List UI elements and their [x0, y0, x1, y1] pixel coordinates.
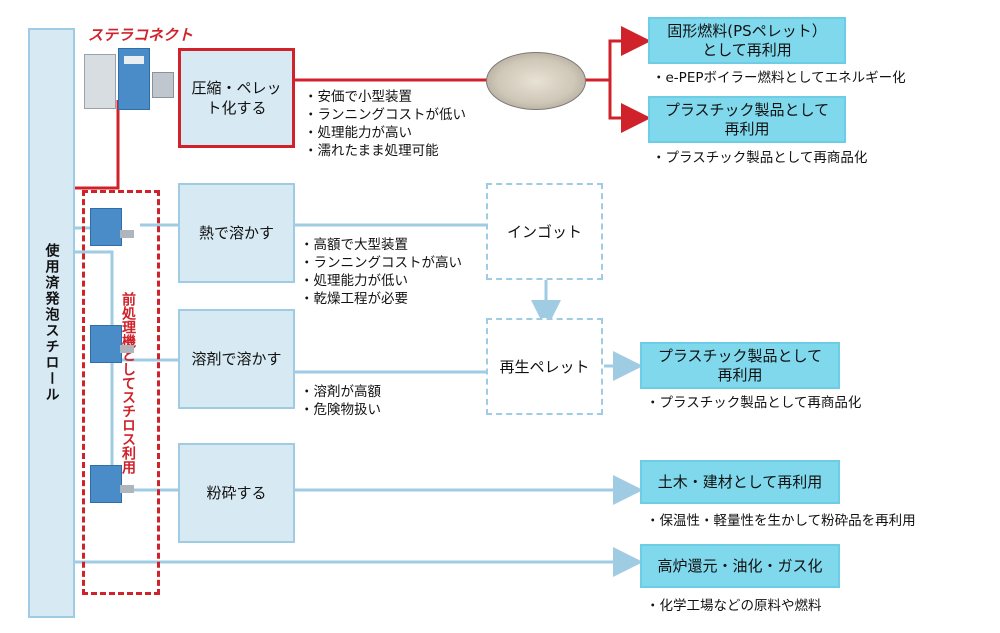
process-compress-label-2: ト化する: [206, 99, 267, 117]
output-plastic-red-note: ・プラスチック製品として再商品化: [652, 150, 868, 166]
output-plastic-blue-line1: プラスチック製品として: [657, 346, 823, 365]
ingot-label: インゴット: [506, 223, 582, 241]
note-item: ・ランニングコストが低い: [304, 107, 466, 123]
stella-connect-machine-image: [84, 44, 176, 114]
repellet-label: 再生ペレット: [499, 358, 590, 376]
pellet-dish-image: [486, 52, 586, 110]
output-plastic-blue-note: ・プラスチック製品として再商品化: [646, 395, 862, 411]
repellet-box: 再生ペレット: [486, 318, 603, 415]
process-compress-box: 圧縮・ペレッ ト化する: [178, 48, 295, 148]
note-item: ・濡れたまま処理可能: [304, 143, 439, 159]
crusher-outlet-3: [120, 485, 134, 493]
process-heat-label: 熱で溶かす: [198, 224, 274, 242]
process-heat-box: 熱で溶かす: [178, 183, 295, 283]
preprocessor-frame: [82, 190, 160, 595]
output-plastic-red-line1: プラスチック製品として: [664, 100, 830, 119]
note-item: ・乾燥工程が必要: [300, 291, 408, 307]
brand-label: ステラコネクト: [88, 26, 194, 44]
output-solid-fuel-box: 固形燃料(PSペレット） として再利用: [648, 17, 846, 64]
note-item: ・処理能力が高い: [304, 125, 412, 141]
process-solvent-box: 溶剤で溶かす: [178, 309, 295, 409]
source-box: 使用済発泡スチロール: [28, 28, 75, 618]
output-plastic-blue-line2: 再利用: [717, 365, 763, 384]
process-solvent-notes: ・溶剤が高額 ・危険物扱い: [300, 383, 381, 419]
source-label: 使用済発泡スチロール: [43, 243, 60, 403]
output-civil-note: ・保温性・軽量性を生かして粉砕品を再利用: [646, 513, 916, 529]
note-item: ・高額で大型装置: [300, 237, 408, 253]
process-crush-label: 粉砕する: [206, 484, 267, 502]
crusher-outlet-1: [120, 230, 134, 238]
output-solid-fuel-line1: 固形燃料(PSペレット）: [667, 21, 827, 40]
output-solid-fuel-note: ・e-PEPボイラー燃料としてエネルギー化: [652, 70, 906, 86]
output-civil-box: 土木・建材として再利用: [640, 460, 840, 504]
output-furnace-note: ・化学工場などの原料や燃料: [646, 598, 822, 614]
process-solvent-label: 溶剤で溶かす: [191, 350, 282, 368]
note-item: ・処理能力が低い: [300, 273, 408, 289]
note-item: ・安価で小型装置: [304, 89, 412, 105]
crusher-machine-image-3: [90, 465, 122, 503]
output-solid-fuel-line2: として再利用: [702, 40, 792, 59]
crusher-machine-image-1: [90, 208, 122, 246]
note-item: ・溶剤が高額: [300, 384, 381, 400]
red-connector-source: [75, 100, 120, 190]
note-item: ・危険物扱い: [300, 402, 381, 418]
note-item: ・ランニングコストが高い: [300, 255, 462, 271]
output-civil-line1: 土木・建材として再利用: [657, 472, 823, 491]
output-furnace-line1: 高炉還元・油化・ガス化: [657, 556, 823, 575]
output-plastic-red-line2: 再利用: [724, 119, 770, 138]
preprocessor-label: 前処理機としてスチロス利用: [120, 292, 136, 474]
ingot-box: インゴット: [486, 183, 603, 280]
output-plastic-blue-box: プラスチック製品として 再利用: [640, 342, 840, 389]
red-arrow-plastic: [608, 80, 651, 133]
process-compress-notes: ・安価で小型装置 ・ランニングコストが低い ・処理能力が高い ・濡れたまま処理可…: [304, 88, 466, 160]
crusher-outlet-2: [120, 345, 134, 353]
crusher-machine-image-2: [90, 325, 122, 363]
red-arrow-fuel: [585, 26, 651, 82]
output-furnace-box: 高炉還元・油化・ガス化: [640, 544, 840, 588]
process-heat-notes: ・高額で大型装置 ・ランニングコストが高い ・処理能力が低い ・乾燥工程が必要: [300, 236, 462, 308]
output-plastic-red-box: プラスチック製品として 再利用: [648, 96, 846, 143]
process-crush-box: 粉砕する: [178, 443, 295, 543]
process-compress-label-1: 圧縮・ペレッ: [191, 79, 282, 97]
